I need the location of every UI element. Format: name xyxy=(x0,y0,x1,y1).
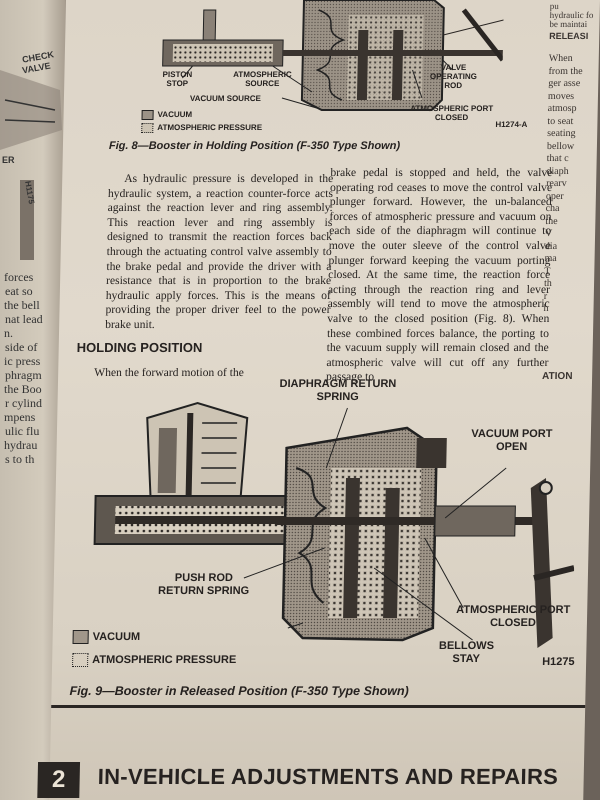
figure-9-drawing xyxy=(93,401,575,648)
holding-position-heading: HOLDING POSITION xyxy=(76,340,203,355)
left-page-fragment: n. xyxy=(4,326,13,340)
right-page-fragment: moves xyxy=(547,90,575,102)
right-page-fragment: T xyxy=(544,265,551,277)
fig8-atmospheric-source-label: ATMOSPHERIC SOURCE xyxy=(233,70,292,88)
atmospheric-swatch-icon xyxy=(141,123,154,133)
right-page-fragment: ma xyxy=(544,253,557,264)
fig8-piston-stop-label: PISTON STOP xyxy=(162,70,193,88)
right-page-fragment: atmosp xyxy=(547,103,577,114)
left-page-fragment: nat lead xyxy=(5,312,43,326)
fig8-valve-operating-rod-label: VALVE OPERATING ROD xyxy=(429,63,477,90)
vacuum-swatch-icon xyxy=(72,630,89,644)
right-page-fragment: V xyxy=(544,228,553,239)
right-page-fragment: cha xyxy=(545,203,560,214)
left-page-fragment: forces xyxy=(4,270,34,284)
right-page-fragment: When xyxy=(548,53,573,64)
right-page-fragment: rearv xyxy=(546,178,567,189)
right-page-fragment: to seat xyxy=(547,115,574,127)
right-page-fragment: r xyxy=(543,290,548,302)
right-page-fragment: ger asse xyxy=(548,78,581,89)
figure-8: PISTON STOP ATMOSPHERIC SOURCE VACUUM SO… xyxy=(101,0,527,140)
left-page-fragment: ic press xyxy=(4,354,41,368)
body-right-column: brake pedal is stopped and held, the val… xyxy=(326,166,553,385)
right-page-fragment: RELEASI xyxy=(549,31,589,41)
fig9-diaphragm-return-spring-label: DIAPHRAGM RETURN SPRING xyxy=(279,378,397,403)
left-page-fragment: hydrau xyxy=(4,438,38,452)
fig9-vacuum-port-open-label: VACUUM PORT OPEN xyxy=(471,428,553,453)
page-number: 2 xyxy=(37,762,81,798)
left-page-fragment: phragm xyxy=(5,368,42,382)
fig8-legend-atmospheric: ATMOSPHERIC PRESSURE xyxy=(141,123,262,133)
right-page-fragment: the xyxy=(545,215,558,227)
fig9-atmospheric-port-closed-label: ATMOSPHERIC PORT CLOSED xyxy=(456,604,571,629)
fig9-legend-vacuum: VACUUM xyxy=(72,630,141,644)
right-page-fragment: dia xyxy=(544,240,558,252)
fig8-caption: Fig. 8—Booster in Holding Position (F-35… xyxy=(108,140,401,152)
left-page-fragment: the bell xyxy=(4,298,40,312)
vacuum-swatch-icon xyxy=(141,110,154,120)
left-page-fragment: r cylind xyxy=(5,396,42,410)
fig9-push-rod-return-spring-label: PUSH ROD RETURN SPRING xyxy=(157,572,250,597)
left-page-fragment: mpens xyxy=(4,410,36,424)
left-label-er: ER xyxy=(2,155,15,165)
body-paragraph-reaction: As hydraulic pressure is developed in th… xyxy=(105,172,334,331)
right-page-fragment: that c xyxy=(546,153,569,164)
left-page-fragment: ulic flu xyxy=(5,424,40,438)
right-page-fragment: oper xyxy=(545,190,564,202)
fig9-legend-atmospheric: ATMOSPHERIC PRESSURE xyxy=(72,653,236,667)
left-page-fragment: s to th xyxy=(5,452,35,466)
fig8-vacuum-source-label: VACUUM SOURCE xyxy=(189,94,261,103)
fig9-legend-vacuum-text: VACUUM xyxy=(92,630,141,643)
right-page-fragment: h xyxy=(543,303,549,314)
fig9-ref-label: H1275 xyxy=(542,656,575,668)
fig8-legend-vacuum: VACUUM xyxy=(141,110,192,120)
fig8-legend-vacuum-text: VACUUM xyxy=(157,110,193,120)
fig9-legend-atmospheric-text: ATMOSPHERIC PRESSURE xyxy=(92,653,237,666)
body-paragraph-holding: brake pedal is stopped and held, the val… xyxy=(325,166,553,384)
fig8-legend-atmospheric-text: ATMOSPHERIC PRESSURE xyxy=(157,123,263,133)
right-page-fragment: seating xyxy=(547,128,576,139)
fig8-ref-label: H1274-A xyxy=(495,120,528,129)
fig9-caption: Fig. 9—Booster in Released Position (F-3… xyxy=(69,684,409,698)
left-page-fragment: the Boo xyxy=(4,382,42,396)
left-page-fragment: side of xyxy=(5,340,38,354)
right-page-fragment: bellow xyxy=(546,140,575,152)
atmospheric-swatch-icon xyxy=(72,653,89,667)
figure-8-drawing xyxy=(162,0,504,111)
right-page-fragment: th xyxy=(543,278,552,289)
body-left-column: As hydraulic pressure is developed in th… xyxy=(105,172,333,333)
fig9-bellows-stay-label: BELLOWS STAY xyxy=(438,640,495,665)
left-page-diagram xyxy=(0,70,62,260)
footer-rule xyxy=(51,705,586,708)
manual-page: PISTON STOP ATMOSPHERIC SOURCE VACUUM SO… xyxy=(37,0,600,800)
section-title: IN-VEHICLE ADJUSTMENTS AND REPAIRS xyxy=(97,764,559,789)
right-page-fragment: diaph xyxy=(546,165,569,177)
figure-9: DIAPHRAGM RETURN SPRING VACUUM PORT OPEN… xyxy=(72,378,578,678)
left-page-fragment: eat so xyxy=(5,284,33,298)
right-page-fragment: from the xyxy=(548,65,583,77)
